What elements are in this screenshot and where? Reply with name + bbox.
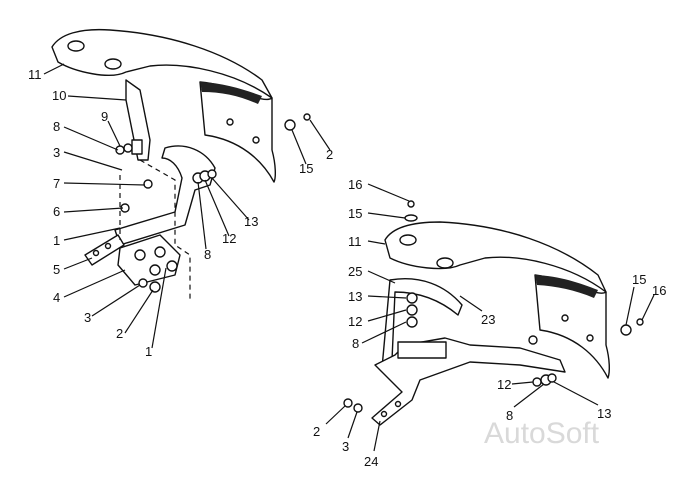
right-bolt-2 <box>343 398 353 408</box>
left-fender-shade <box>200 82 262 104</box>
callout-label: 1 <box>145 344 152 359</box>
right-washer-13b <box>547 373 557 383</box>
left-hanger-bracket <box>125 79 151 161</box>
right-frame-hole <box>380 410 388 418</box>
callout-label: 3 <box>84 310 91 325</box>
left-bolt-head <box>149 281 161 293</box>
left-fender-hole <box>104 58 122 70</box>
callout-label: 9 <box>101 109 108 124</box>
right-washer-13 <box>406 292 418 304</box>
callout-label: 8 <box>352 336 359 351</box>
left-fender-hole <box>67 40 85 52</box>
left-leader-lines <box>43 63 331 349</box>
callout-label: 11 <box>28 67 42 82</box>
left-fender-bolt-hole <box>226 118 234 126</box>
right-bolt-16b <box>636 318 644 326</box>
callout-label: 16 <box>348 177 362 192</box>
right-washer-15b <box>620 324 632 336</box>
left-mount-bolt <box>134 249 146 261</box>
callout-label: 3 <box>342 439 349 454</box>
left-fender-top <box>51 28 273 99</box>
callout-label: 24 <box>364 454 378 469</box>
left-washer-15 <box>284 119 296 131</box>
right-washer-12 <box>406 304 418 316</box>
right-washer-3 <box>353 403 363 413</box>
left-bolt-2 <box>303 113 311 121</box>
callout-label: 7 <box>53 176 60 191</box>
callout-label: 8 <box>204 247 211 262</box>
left-washer <box>123 143 133 153</box>
right-fender-assembly <box>343 200 644 426</box>
right-bolt-16 <box>407 200 415 208</box>
right-callouts: 16 15 11 25 13 12 8 23 15 16 12 8 13 2 3… <box>313 177 666 469</box>
callout-label: 25 <box>348 264 362 279</box>
left-mount-bolt <box>149 264 161 276</box>
right-washer-15 <box>404 214 418 222</box>
callout-label: 13 <box>348 289 362 304</box>
right-fender-hole <box>399 234 417 246</box>
watermark: AutoSoft <box>484 417 600 450</box>
callout-label: 8 <box>53 119 60 134</box>
left-mount-plate <box>117 234 181 286</box>
callout-label: 10 <box>52 88 66 103</box>
callout-label: 2 <box>313 424 320 439</box>
left-fender-assembly <box>51 28 311 300</box>
right-bolt-23 <box>528 335 538 345</box>
left-mount-bolt <box>154 246 166 258</box>
callout-label: 11 <box>348 234 362 249</box>
callout-label: 3 <box>53 145 60 160</box>
right-washer-12b <box>532 377 542 387</box>
callout-label: 12 <box>348 314 362 329</box>
right-leader-lines <box>325 183 655 452</box>
left-dash-line <box>139 159 191 300</box>
left-mount-bolt <box>166 260 178 272</box>
callout-label: 13 <box>244 214 258 229</box>
callout-label: 16 <box>652 283 666 298</box>
callout-label: 15 <box>632 272 646 287</box>
callout-label: 2 <box>326 147 333 162</box>
callout-label: 15 <box>299 161 313 176</box>
left-callouts: 11 10 9 8 3 7 6 1 5 4 3 2 1 8 12 13 15 2 <box>28 67 333 359</box>
right-fender-bolt-hole <box>561 314 569 322</box>
right-frame-slot <box>397 341 447 359</box>
right-fender-bolt-hole <box>586 334 594 342</box>
callout-label: 23 <box>481 312 495 327</box>
left-bracket-slot <box>131 139 143 155</box>
left-clamp-hole <box>92 249 100 257</box>
right-frame-hole <box>394 400 402 408</box>
left-washer <box>138 278 148 288</box>
callout-label: 6 <box>53 204 60 219</box>
callout-label: 8 <box>506 408 513 423</box>
callout-label: 1 <box>53 233 60 248</box>
callout-label: 15 <box>348 206 362 221</box>
callout-label: 13 <box>597 406 611 421</box>
right-nut-8 <box>406 316 418 328</box>
left-bolt-head <box>143 179 153 189</box>
left-clamp-plate <box>84 234 125 266</box>
callout-label: 4 <box>53 290 60 305</box>
callout-label: 12 <box>497 377 511 392</box>
left-washer <box>207 169 217 179</box>
left-clamp-hole <box>104 242 112 250</box>
right-fender-hole <box>436 257 454 269</box>
callout-label: 5 <box>53 262 60 277</box>
right-fender-shade <box>535 275 598 298</box>
callout-label: 2 <box>116 326 123 341</box>
left-fender-bolt-hole <box>252 136 260 144</box>
callout-label: 12 <box>222 231 236 246</box>
right-bracket-25 <box>381 278 463 369</box>
